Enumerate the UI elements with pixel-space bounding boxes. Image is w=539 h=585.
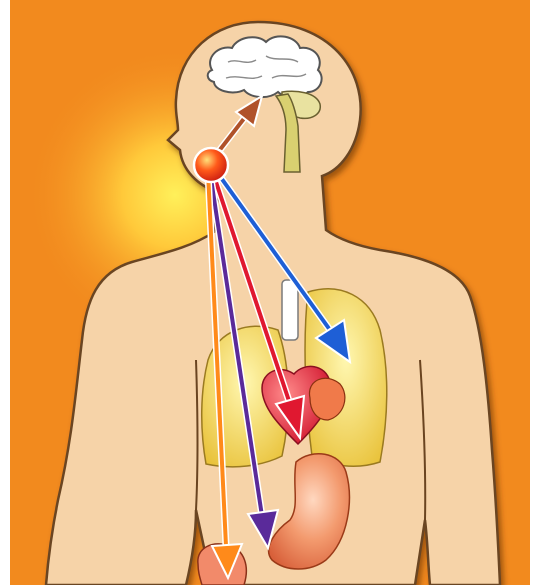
origin-node	[194, 148, 228, 182]
trachea	[282, 280, 298, 340]
heart-atrium	[309, 378, 344, 420]
